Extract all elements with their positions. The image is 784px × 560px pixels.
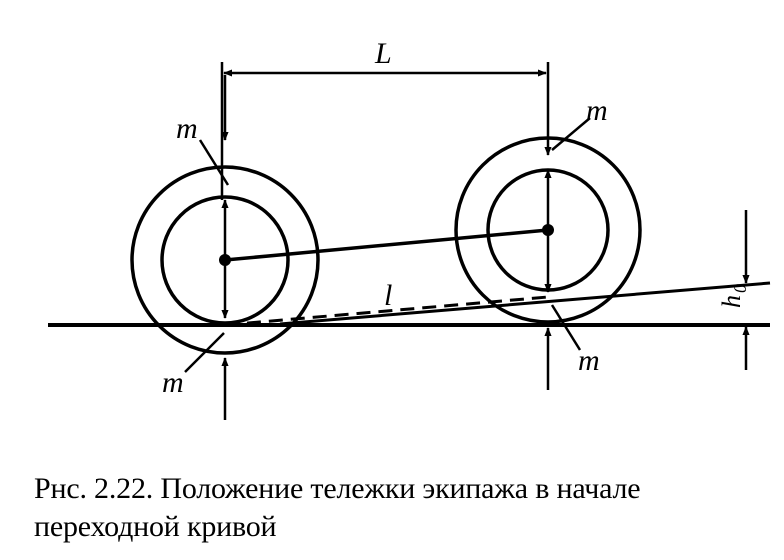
label-m-bottom-left: m [162, 366, 184, 399]
svg-text:0: 0 [730, 284, 750, 293]
svg-text:h: h [717, 295, 746, 308]
label-m-bottom-right: m [578, 344, 600, 377]
left-wheel-outer [130, 165, 320, 355]
figure-caption: Рнс. 2.22. Положение тележки экипажа в н… [34, 470, 782, 546]
bogie-frame-line [224, 228, 549, 262]
m-leader-lines [184, 117, 591, 373]
label-L: L [374, 37, 392, 70]
label-m-top-left: m [176, 112, 198, 145]
bogie-diagram: L l m m m m h 0 [48, 37, 771, 420]
label-h0: h 0 [717, 284, 750, 308]
caption-line-1: Рнс. 2.22. Положение тележки экипажа в н… [34, 472, 641, 505]
label-m-top-right: m [586, 94, 608, 127]
transition-line [279, 281, 771, 326]
left-wheel [130, 165, 320, 355]
caption-line-2: переходной кривой [34, 510, 277, 543]
dashed-line-l [224, 295, 549, 327]
label-l: l [384, 279, 392, 312]
left-wheel-inner [160, 195, 290, 325]
